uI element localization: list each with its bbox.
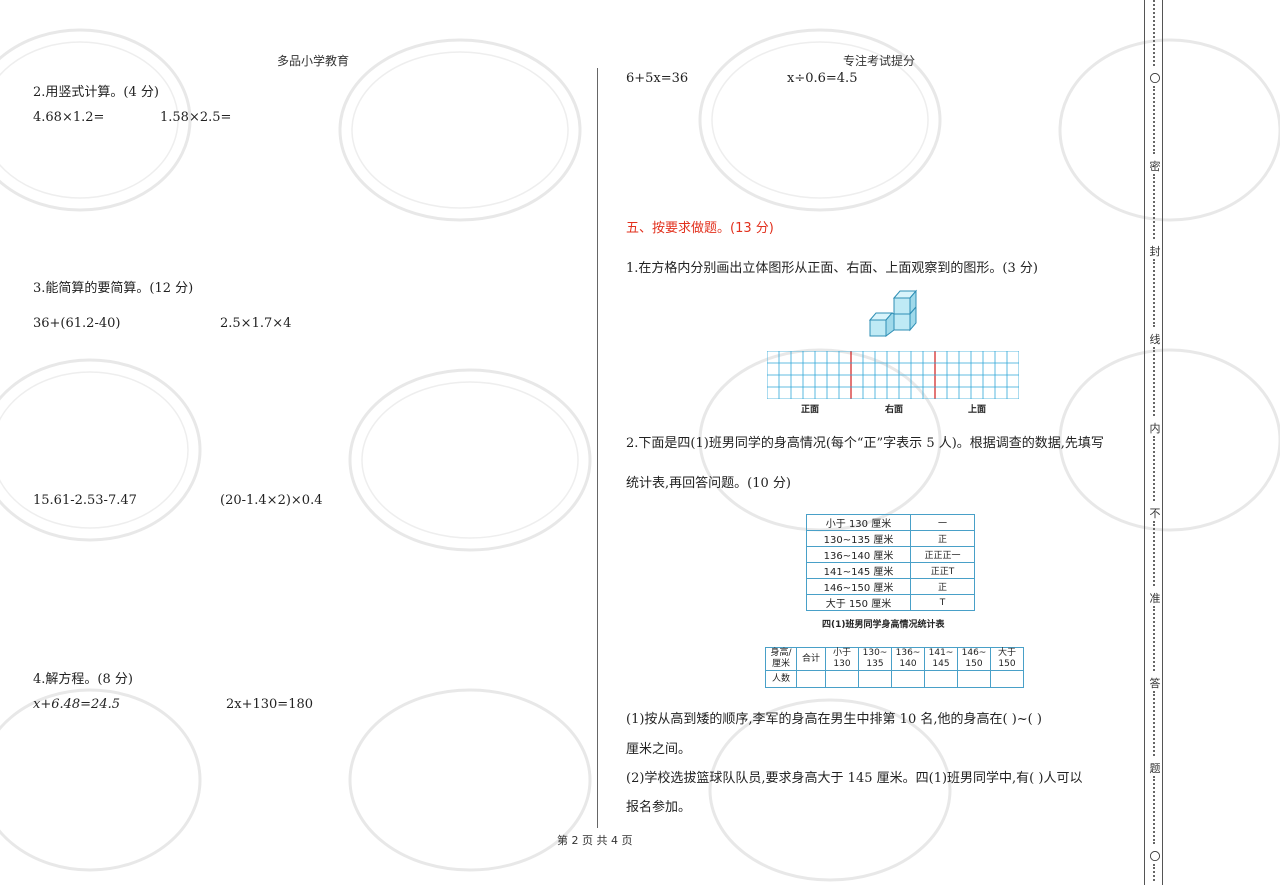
stat-header-col: 130~ 135 bbox=[858, 647, 892, 671]
q3-title: 3.能简算的要简算。(12 分) bbox=[33, 281, 194, 296]
tally-marks: 正正正一 bbox=[910, 546, 975, 563]
stat-header-col: 小于 130 bbox=[825, 647, 859, 671]
stat-header-col: 141~ 145 bbox=[924, 647, 958, 671]
stat-header-col: 136~ 140 bbox=[891, 647, 925, 671]
tally-row: 141~145 厘米正正T bbox=[806, 562, 975, 579]
binding-strip-dots bbox=[1153, 174, 1159, 239]
stat-cell-input[interactable] bbox=[891, 670, 925, 688]
tally-marks: 正 bbox=[910, 530, 975, 547]
stat-header-col: 146~ 150 bbox=[957, 647, 991, 671]
binding-strip-dots bbox=[1153, 86, 1159, 154]
binding-strip-char: 答 bbox=[1149, 677, 1161, 690]
binding-strip-dots bbox=[1153, 521, 1159, 586]
tally-marks: 一 bbox=[910, 514, 975, 531]
tally-range: 146~150 厘米 bbox=[806, 578, 911, 595]
tally-row: 130~135 厘米正 bbox=[806, 530, 975, 547]
section-5-title: 五、按要求做题。(13 分) bbox=[626, 221, 774, 236]
binding-strip bbox=[1140, 0, 1168, 885]
stat-cell-input[interactable] bbox=[924, 670, 958, 688]
binding-strip-char: 准 bbox=[1149, 592, 1161, 605]
strip-line-right bbox=[1162, 0, 1163, 885]
drawing-grid[interactable] bbox=[767, 351, 1019, 399]
binding-strip-char: 〇 bbox=[1149, 72, 1161, 85]
tally-row: 小于 130 厘米一 bbox=[806, 514, 975, 531]
stat-header-total: 合计 bbox=[796, 647, 826, 671]
grid-label-right: 右面 bbox=[885, 405, 904, 415]
binding-strip-char: 密 bbox=[1149, 160, 1161, 173]
q3-item-a: 36+(61.2-40) bbox=[33, 316, 121, 331]
column-divider bbox=[597, 68, 598, 828]
tally-range: 136~140 厘米 bbox=[806, 546, 911, 563]
cubes-figure bbox=[868, 289, 918, 337]
stat-header-col: 大于 150 bbox=[990, 647, 1024, 671]
watermark-seal bbox=[348, 688, 592, 872]
stat-header-height: 身高/ 厘米 bbox=[765, 647, 797, 671]
binding-strip-dots bbox=[1153, 776, 1159, 844]
watermark-seal bbox=[338, 38, 582, 222]
grid-label-top: 上面 bbox=[968, 405, 987, 415]
tally-marks: 正 bbox=[910, 578, 975, 595]
binding-strip-dots bbox=[1153, 864, 1159, 881]
binding-strip-dots bbox=[1153, 606, 1159, 671]
q1-text: 1.在方格内分别画出立体图形从正面、右面、上面观察到的图形。(3 分) bbox=[626, 261, 1038, 276]
binding-strip-dots bbox=[1153, 259, 1159, 327]
stat-cell-input[interactable] bbox=[990, 670, 1024, 688]
q4-item-a: x+6.48=24.5 bbox=[33, 697, 121, 712]
sub-question-2-line1: (2)学校选拔篮球队队员,要求身高大于 145 厘米。四(1)班男同学中,有( … bbox=[626, 771, 1083, 786]
stat-cell-total[interactable] bbox=[796, 670, 826, 688]
tally-range: 大于 150 厘米 bbox=[806, 594, 911, 611]
grid-label-front: 正面 bbox=[801, 405, 820, 415]
tally-range: 130~135 厘米 bbox=[806, 530, 911, 547]
header-left: 多品小学教育 bbox=[277, 54, 350, 68]
binding-strip-dots bbox=[1153, 347, 1159, 416]
sub-question-1-line2: 厘米之间。 bbox=[626, 742, 692, 757]
sub-question-2-line2: 报名参加。 bbox=[626, 800, 692, 815]
watermark-seal bbox=[348, 368, 592, 552]
binding-strip-dots bbox=[1153, 0, 1159, 66]
sub-question-1-line1: (1)按从高到矮的顺序,李军的身高在男生中排第 10 名,他的身高在( )~( … bbox=[626, 712, 1042, 727]
page-footer: 第 2 页 共 4 页 bbox=[557, 834, 633, 847]
watermark-seal bbox=[698, 28, 942, 212]
tally-row: 146~150 厘米正 bbox=[806, 578, 975, 595]
q2-text-line2: 统计表,再回答问题。(10 分) bbox=[626, 476, 791, 491]
binding-strip-char: 封 bbox=[1149, 245, 1161, 258]
tally-caption: 四(1)班男同学身高情况统计表 bbox=[822, 620, 945, 630]
binding-strip-char: 〇 bbox=[1149, 850, 1161, 863]
equation-a: 6+5x=36 bbox=[626, 71, 689, 86]
binding-strip-char: 不 bbox=[1149, 507, 1161, 520]
strip-line-left bbox=[1144, 0, 1145, 885]
q4-item-b: 2x+130=180 bbox=[226, 697, 314, 712]
tally-row: 136~140 厘米正正正一 bbox=[806, 546, 975, 563]
binding-strip-char: 线 bbox=[1149, 333, 1161, 346]
header-right: 专注考试提分 bbox=[843, 54, 916, 68]
watermark-seal bbox=[0, 358, 202, 542]
q2-text-line1: 2.下面是四(1)班男同学的身高情况(每个“正”字表示 5 人)。根据调查的数据… bbox=[626, 436, 1104, 451]
equation-b: x÷0.6=4.5 bbox=[787, 71, 858, 86]
stat-cell-input[interactable] bbox=[858, 670, 892, 688]
q2-title: 2.用竖式计算。(4 分) bbox=[33, 85, 159, 100]
q3-item-b: 2.5×1.7×4 bbox=[220, 316, 292, 331]
tally-marks: T bbox=[910, 594, 975, 611]
binding-strip-char: 题 bbox=[1149, 762, 1161, 775]
stat-cell-input[interactable] bbox=[957, 670, 991, 688]
q4-title: 4.解方程。(8 分) bbox=[33, 672, 133, 687]
tally-marks: 正正T bbox=[910, 562, 975, 579]
q2-item-b: 1.58×2.5= bbox=[160, 110, 232, 125]
binding-strip-dots bbox=[1153, 436, 1159, 501]
binding-strip-char: 内 bbox=[1149, 422, 1161, 435]
q3-item-c: 15.61-2.53-7.47 bbox=[33, 493, 137, 508]
binding-strip-dots bbox=[1153, 691, 1159, 756]
stat-cell-input[interactable] bbox=[825, 670, 859, 688]
q2-item-a: 4.68×1.2= bbox=[33, 110, 105, 125]
tally-range: 小于 130 厘米 bbox=[806, 514, 911, 531]
stat-row-label: 人数 bbox=[765, 670, 797, 688]
q3-item-d: (20-1.4×2)×0.4 bbox=[220, 493, 323, 508]
tally-range: 141~145 厘米 bbox=[806, 562, 911, 579]
